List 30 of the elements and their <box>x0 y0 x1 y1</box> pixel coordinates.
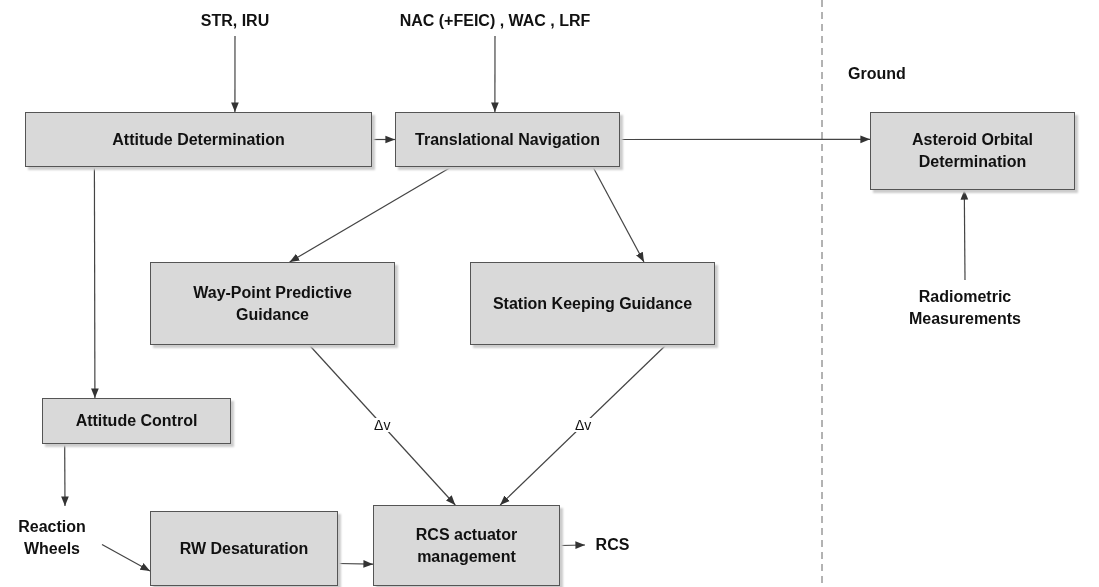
arrow <box>619 135 871 144</box>
process-box: Way-Point Predictive Guidance <box>150 262 395 345</box>
arrow <box>592 166 645 263</box>
arrow <box>289 166 452 263</box>
process-box: Attitude Determination <box>25 112 372 167</box>
node-label: NAC (+FEIC) , WAC , LRF <box>390 6 600 36</box>
process-box: Translational Navigation <box>395 112 620 167</box>
arrow <box>61 443 69 507</box>
arrow <box>960 189 969 281</box>
node-label: STR, IRU <box>180 6 290 36</box>
arrow <box>91 166 99 399</box>
arrow <box>308 344 456 506</box>
process-box: RW Desaturation <box>150 511 338 586</box>
arrow <box>101 543 151 572</box>
node-label: Radiometric Measurements <box>870 280 1060 336</box>
node-label: RCS <box>585 531 640 559</box>
process-box: Station Keeping Guidance <box>470 262 715 345</box>
arrow <box>559 541 586 550</box>
process-box: RCS actuator management <box>373 505 560 586</box>
arrow <box>491 35 499 113</box>
edge-label: Δv <box>572 418 594 432</box>
arrow <box>371 135 396 144</box>
node-label: Reaction Wheels <box>2 506 102 570</box>
arrow <box>231 35 239 113</box>
region-label: Ground <box>848 64 906 84</box>
edge-label: Δv <box>372 418 393 432</box>
arrow <box>499 344 667 506</box>
arrow <box>337 560 374 568</box>
process-box: Asteroid Orbital Determination <box>870 112 1075 190</box>
process-box: Attitude Control <box>42 398 231 444</box>
